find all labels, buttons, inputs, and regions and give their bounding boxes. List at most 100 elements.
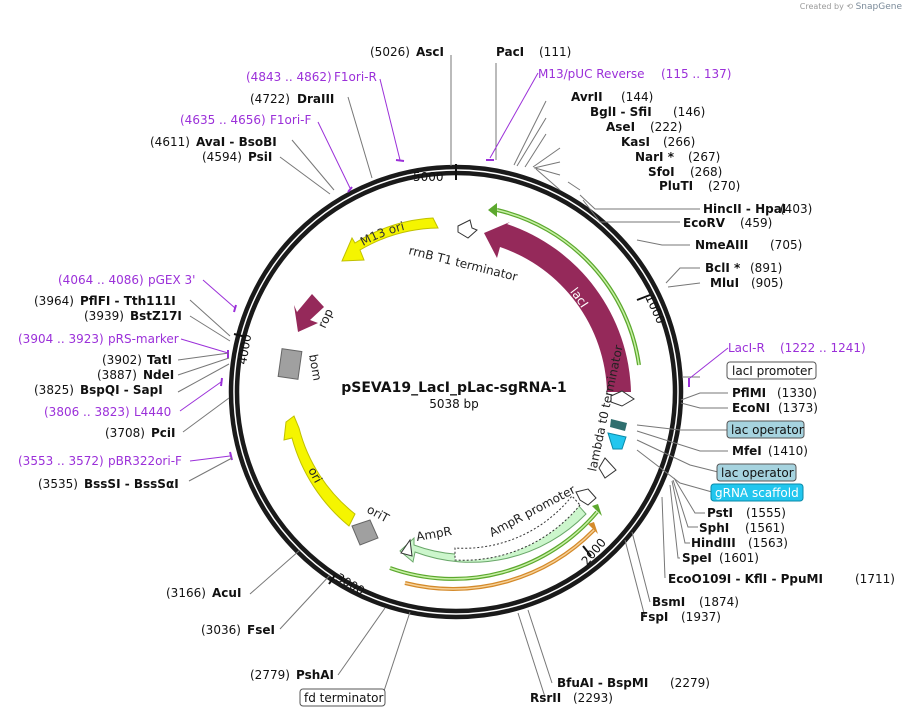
- enzyme-label[interactable]: SphI: [699, 521, 729, 535]
- enzyme-label[interactable]: NmeAIII: [695, 238, 748, 252]
- feature-laci[interactable]: [484, 222, 631, 392]
- feature-rrnb-t1-arrow[interactable]: [457, 219, 478, 239]
- enzyme-label[interactable]: EcoRV: [683, 216, 726, 230]
- primer-leaders: [179, 72, 729, 462]
- enzyme-label[interactable]: AvrII: [571, 90, 603, 104]
- primer-name[interactable]: M13/pUC Reverse: [538, 67, 645, 81]
- tick-label-5000: 5000: [413, 170, 444, 184]
- primer-name[interactable]: pGEX 3': [148, 273, 195, 287]
- boxed-feature-labels: lacI promoter lac operator lac operator …: [299, 361, 817, 707]
- laci-outer-arc-highlight: [496, 209, 640, 366]
- lacI-promoter-box[interactable]: [726, 361, 817, 380]
- enzyme-label[interactable]: AcuI: [212, 586, 241, 600]
- feature-grna-scaffold-block[interactable]: [607, 432, 627, 450]
- fd-terminator-label: fd terminator: [304, 691, 383, 705]
- feature-terminator-small-arrow: [598, 457, 617, 479]
- lac-operator-box-1[interactable]: [726, 420, 805, 439]
- enzyme-label[interactable]: FspI: [640, 610, 668, 624]
- feature-label-bom: bom: [306, 353, 324, 382]
- enzyme-position: (3939): [84, 309, 124, 323]
- credit-brand: SnapGene: [855, 2, 902, 12]
- enzyme-label[interactable]: BstZ17I: [130, 309, 182, 323]
- enzyme-label[interactable]: PciI: [151, 426, 176, 440]
- feature-orit[interactable]: [351, 519, 379, 546]
- enzyme-label[interactable]: BspQI - SapI: [80, 383, 163, 397]
- feature-m13-ori[interactable]: [341, 217, 439, 262]
- primer-site-pgex3: [233, 304, 237, 313]
- tick-3000: [328, 574, 336, 585]
- primer-range: (4635 .. 4656): [180, 113, 266, 127]
- enzyme-label[interactable]: PstI: [707, 506, 733, 520]
- primer-name[interactable]: F1ori-F: [270, 113, 311, 127]
- enzyme-label[interactable]: EcoO109I - KflI - PpuMI: [668, 572, 823, 586]
- feature-ampr-promoter-body: [454, 495, 581, 561]
- primer-range: (3553 .. 3572): [18, 454, 104, 468]
- enzyme-label[interactable]: MfeI: [732, 444, 762, 458]
- grna-scaffold-box[interactable]: [710, 483, 804, 502]
- enzyme-label[interactable]: KasI: [621, 135, 650, 149]
- primer-name[interactable]: F1ori-R: [334, 70, 377, 84]
- ampr-orange-arc-head: [588, 522, 598, 534]
- primer-name[interactable]: L4440: [134, 405, 171, 419]
- feature-bom[interactable]: [277, 348, 303, 380]
- enzyme-label[interactable]: PacI: [496, 45, 524, 59]
- enzyme-position: (1711): [855, 572, 895, 586]
- enzyme-position: (5026): [370, 45, 410, 59]
- ampr-outer-arc-highlight: [389, 511, 598, 580]
- outer-feature-arcs: [389, 203, 641, 591]
- feature-ori[interactable]: [283, 415, 356, 527]
- enzyme-label[interactable]: HincII - HpaI: [703, 202, 786, 216]
- enzyme-label[interactable]: PsiI: [248, 150, 272, 164]
- enzyme-position: (1874): [699, 595, 739, 609]
- feature-ampr-promoter-arrow: [575, 488, 597, 506]
- primer-name[interactable]: pRS-marker: [108, 332, 179, 346]
- enzyme-position: (1373): [778, 401, 818, 415]
- enzyme-label[interactable]: BglI - SfiI: [590, 105, 652, 119]
- enzyme-label[interactable]: AseI: [606, 120, 635, 134]
- enzyme-label[interactable]: PflMI: [732, 386, 766, 400]
- enzyme-label[interactable]: MluI: [710, 276, 739, 290]
- enzyme-label[interactable]: PflFI - Tth111I: [80, 294, 176, 308]
- enzyme-label[interactable]: BssSI - BssSαI: [84, 477, 179, 491]
- enzyme-label[interactable]: DraIII: [297, 92, 334, 106]
- enzyme-label[interactable]: TatI: [147, 353, 172, 367]
- enzyme-position: (459): [740, 216, 772, 230]
- feature-label-ori: ori: [305, 465, 325, 485]
- enzyme-label[interactable]: FseI: [247, 623, 275, 637]
- enzyme-position: (1330): [777, 386, 817, 400]
- enzyme-label[interactable]: NdeI: [143, 368, 174, 382]
- feature-ampr-tip-arrow: [400, 538, 413, 557]
- enzyme-position: (146): [673, 105, 705, 119]
- enzyme-label[interactable]: SpeI: [682, 551, 712, 565]
- enzyme-label[interactable]: SfoI: [648, 165, 675, 179]
- enzyme-label[interactable]: PshAI: [296, 668, 334, 682]
- primer-name[interactable]: LacI-R: [728, 341, 765, 355]
- enzyme-label[interactable]: BclI *: [705, 261, 741, 275]
- primer-name[interactable]: pBR322ori-F: [108, 454, 182, 468]
- enzyme-label[interactable]: AscI: [416, 45, 444, 59]
- enzyme-label[interactable]: BfuAI - BspMI: [557, 676, 648, 690]
- enzyme-position: (1937): [681, 610, 721, 624]
- leaders-right: [495, 63, 728, 698]
- fd-terminator-box[interactable]: [299, 688, 386, 707]
- laci-outer-arc-head: [488, 203, 497, 217]
- enzyme-position: (1561): [745, 521, 785, 535]
- primer-site-f1ori-r: [395, 159, 405, 162]
- enzyme-label[interactable]: EcoNI: [732, 401, 770, 415]
- enzyme-label[interactable]: NarI *: [635, 150, 675, 164]
- enzyme-label[interactable]: AvaI - BsoBI: [196, 135, 277, 149]
- enzyme-label[interactable]: PluTI: [659, 179, 693, 193]
- feature-label-ampr: AmpR: [415, 524, 453, 544]
- enzyme-label[interactable]: BsmI: [652, 595, 685, 609]
- feature-rop[interactable]: [294, 294, 324, 332]
- enzyme-labels-left: (5026) AscI (4722) DraIII (4611) AvaI - …: [34, 45, 444, 682]
- feature-lac-operator-block[interactable]: [610, 419, 627, 431]
- tick-1000: [636, 294, 651, 301]
- lac-operator-box-2[interactable]: [716, 463, 797, 482]
- primer-range: (3904 .. 3923): [18, 332, 104, 346]
- enzyme-position: (267): [688, 150, 720, 164]
- tick-label-3000: 3000: [334, 570, 367, 597]
- enzyme-label[interactable]: RsrII: [530, 691, 561, 705]
- feature-lambda-t0-arrow[interactable]: [610, 390, 635, 407]
- enzyme-label[interactable]: HindIII: [691, 536, 736, 550]
